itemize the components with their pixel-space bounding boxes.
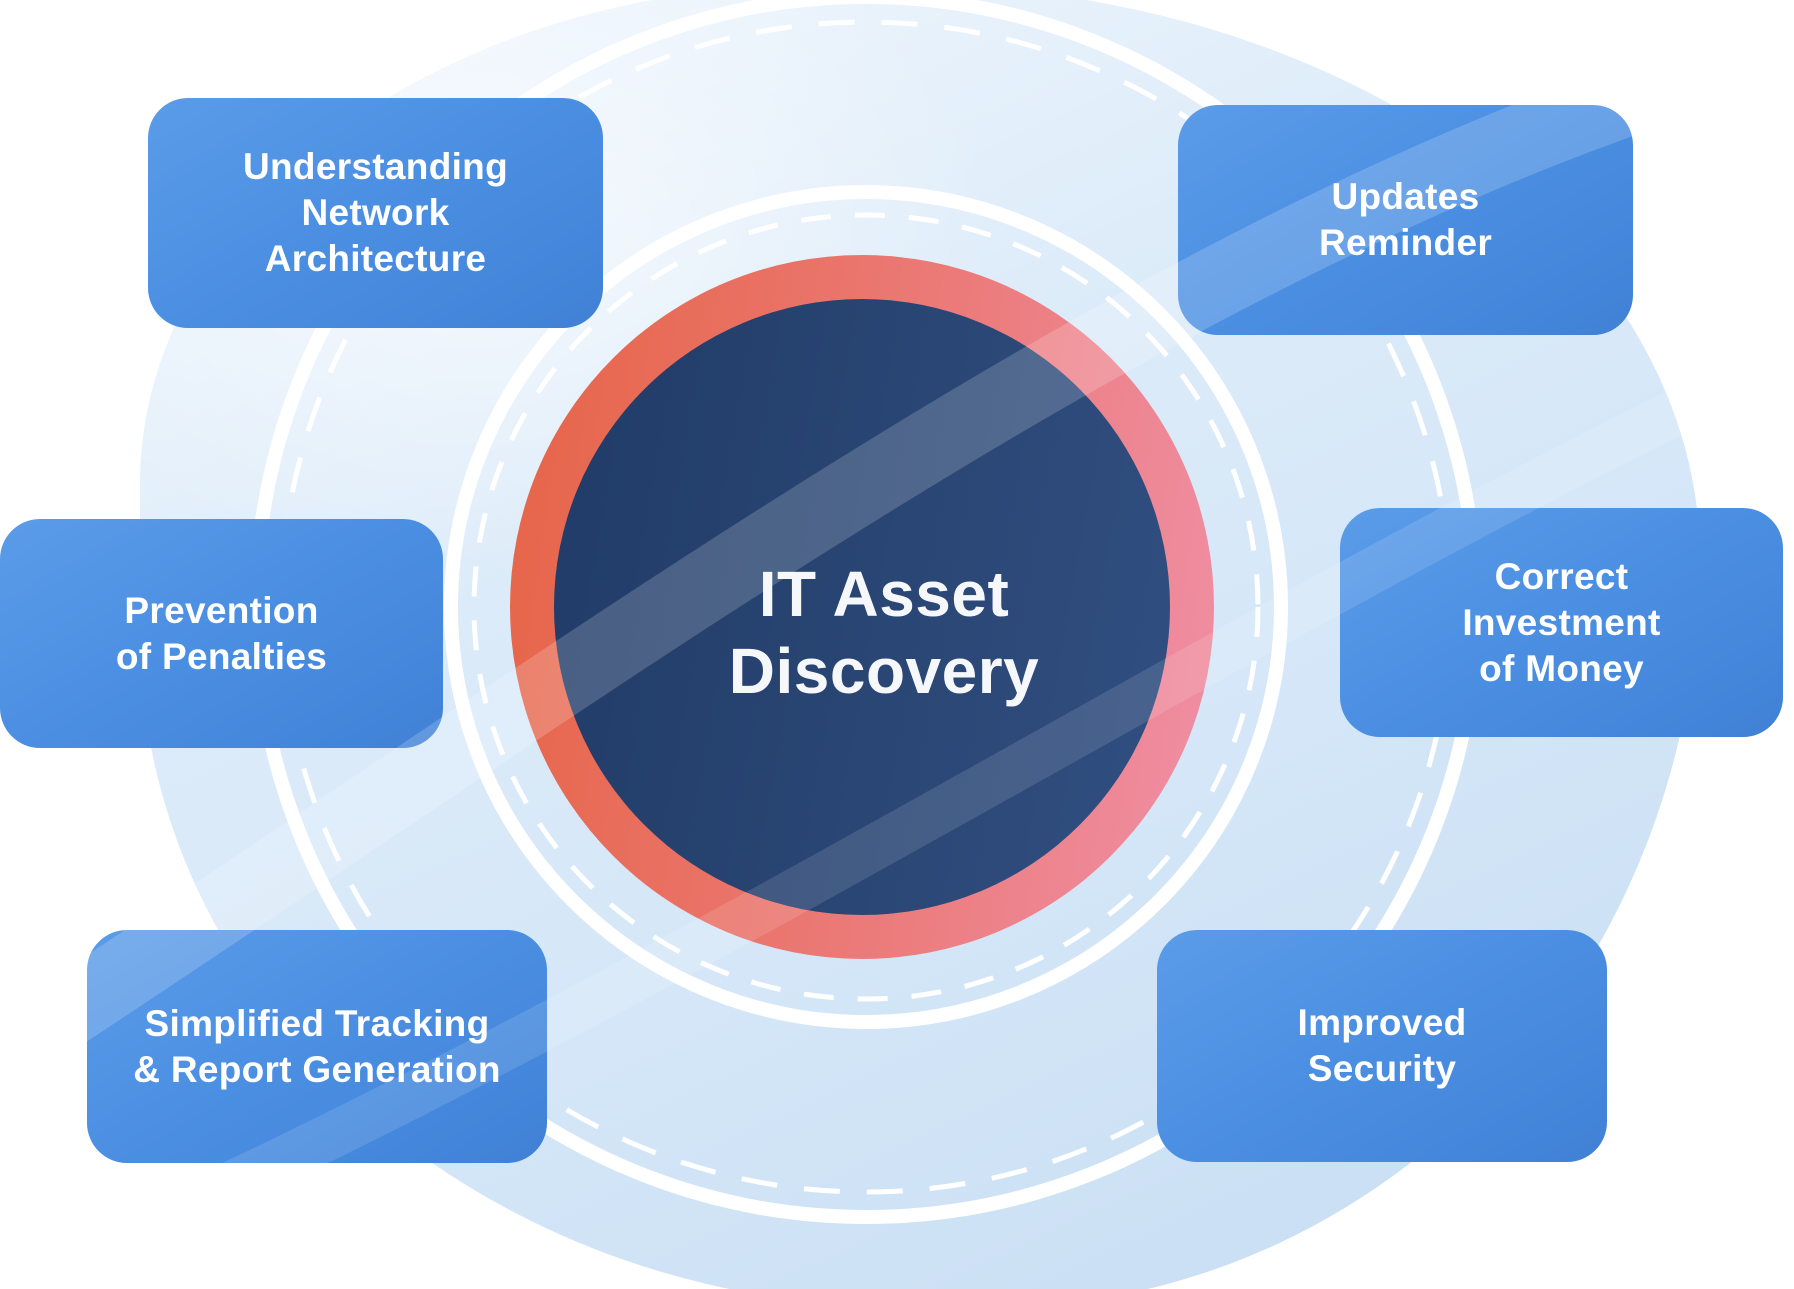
benefit-label-line: Updates	[1331, 176, 1480, 217]
center-title: IT Asset Discovery	[584, 556, 1184, 710]
benefit-label-line: Understanding	[243, 146, 508, 187]
benefit-card-updates-reminder: Updates Reminder	[1178, 105, 1633, 335]
benefit-label-line: Network	[301, 192, 450, 233]
benefit-label-line: Security	[1307, 1048, 1457, 1089]
center-title-line: IT Asset	[758, 558, 1010, 630]
benefit-label-line: Investment	[1462, 601, 1661, 643]
benefit-card-simplified-tracking-report-generation: Simplified Tracking & Report Generation	[87, 930, 547, 1163]
benefit-card-prevention-of-penalties: Prevention of Penalties	[0, 519, 443, 748]
benefit-label-line: Correct	[1494, 555, 1629, 597]
benefit-label-line: & Report Generation	[133, 1048, 501, 1090]
benefit-card-correct-investment-of-money: Correct Investment of Money	[1340, 508, 1783, 737]
center-circle	[554, 299, 1170, 915]
benefit-card-improved-security: Improved Security	[1157, 930, 1607, 1162]
benefit-label-line: of Penalties	[115, 635, 328, 677]
benefit-label-line: Improved	[1297, 1002, 1467, 1043]
benefit-label-line: Prevention	[124, 589, 319, 631]
benefit-label-line: of Money	[1479, 647, 1644, 689]
benefit-card-understanding-network-architecture: Understanding Network Architecture	[148, 98, 603, 328]
benefit-label-line: Simplified Tracking	[144, 1002, 490, 1044]
center-title-line: Discovery	[728, 635, 1040, 707]
benefit-label-line: Architecture	[264, 238, 487, 279]
benefit-label-line: Reminder	[1318, 222, 1493, 263]
